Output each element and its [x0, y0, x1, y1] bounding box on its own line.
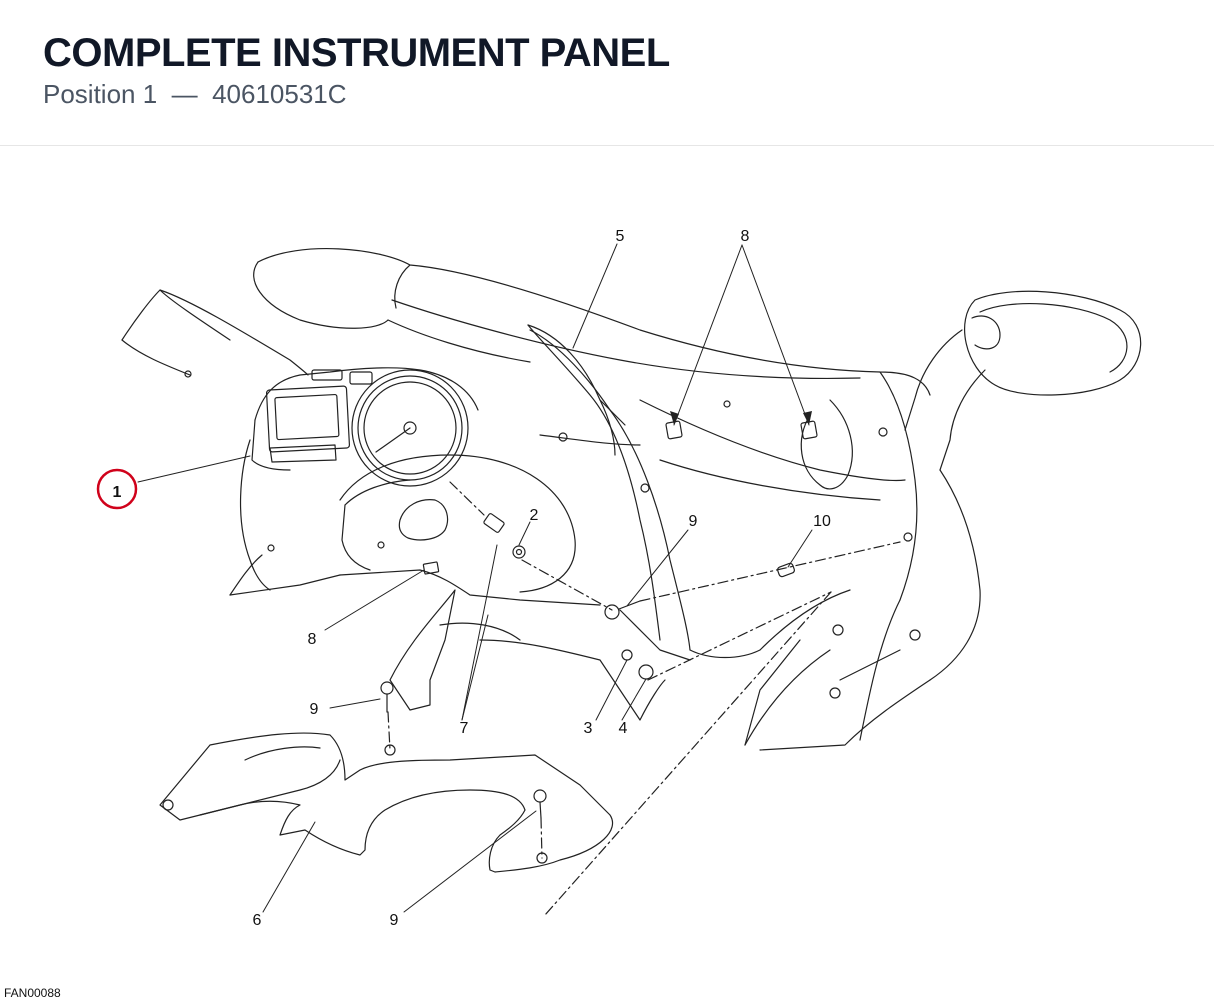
part-1-instrument-panel-drawing — [184, 367, 601, 606]
fasteners-drawing — [380, 420, 818, 819]
callout-6[interactable]: 6 — [253, 912, 262, 929]
position-subtitle: Position 1 — 40610531C — [43, 79, 347, 109]
page-title: COMPLETE INSTRUMENT PANEL — [43, 31, 670, 75]
part-6-lower-bracket-drawing — [159, 732, 614, 873]
callout-9-right[interactable]: 9 — [689, 513, 698, 530]
leader-arrowheads — [670, 411, 812, 425]
lower-fairing-arm-drawing — [389, 589, 666, 721]
callout-2[interactable]: 2 — [530, 507, 539, 524]
left-mirror-stalk-drawing — [121, 289, 309, 376]
callout-9-left[interactable]: 9 — [310, 701, 319, 718]
right-mirror-drawing — [904, 290, 1142, 471]
callout-4[interactable]: 4 — [619, 720, 628, 737]
part-5-side-panel-drawing — [527, 324, 626, 456]
callout-1-highlight-ring[interactable] — [96, 468, 138, 510]
callout-9-bottom[interactable]: 9 — [390, 912, 399, 929]
callout-3[interactable]: 3 — [584, 720, 593, 737]
windscreen-drawing — [253, 248, 931, 396]
leader-lines — [137, 243, 813, 913]
callout-8-top[interactable]: 8 — [741, 228, 750, 245]
inner-fairing-drawing — [527, 324, 913, 661]
callout-5[interactable]: 5 — [616, 228, 625, 245]
drawing-code: FAN00088 — [4, 986, 61, 1000]
callout-8-left[interactable]: 8 — [308, 631, 317, 648]
assembly-lines — [387, 481, 901, 916]
callout-7[interactable]: 7 — [460, 720, 469, 737]
callout-1[interactable]: 1 — [113, 484, 122, 501]
callout-10[interactable]: 10 — [813, 513, 831, 530]
page-header: COMPLETE INSTRUMENT PANEL Position 1 — 4… — [0, 0, 1214, 146]
right-fairing-drawing — [744, 371, 981, 751]
